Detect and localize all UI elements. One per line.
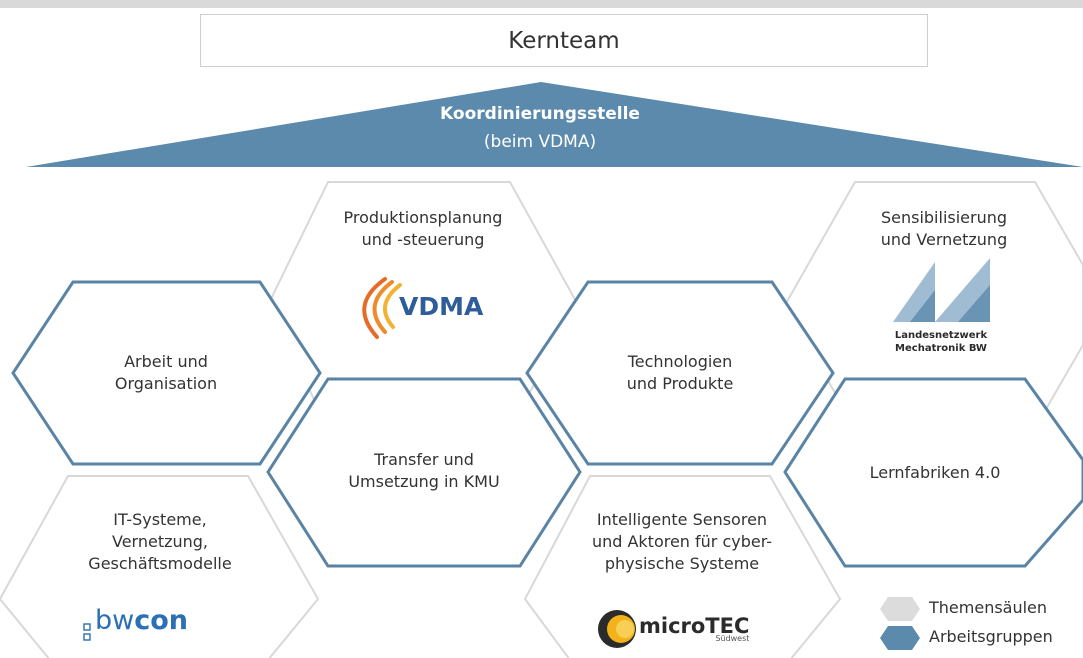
label-technologien-produkte: Technologien und Produkte <box>626 352 734 393</box>
legend-arbeitsgruppen: Arbeitsgruppen <box>929 627 1053 646</box>
roof-subtitle: (beim VDMA) <box>483 132 597 152</box>
legend-blue-swatch <box>880 626 920 650</box>
roof-shape <box>26 82 1083 167</box>
label-arbeit-organisation: Arbeit und Organisation <box>114 352 218 393</box>
landesnetzwerk-logo-graphic <box>893 258 990 322</box>
legend-grey-swatch <box>880 597 920 621</box>
hex-transfer-umsetzung <box>266 377 582 568</box>
hex-lernfabriken <box>783 377 1083 568</box>
label-lernfabriken: Lernfabriken 4.0 <box>869 463 1001 482</box>
hex-arbeit-organisation <box>11 280 322 466</box>
kernteam-box: Kernteam <box>200 14 928 67</box>
label-intelligente-sensoren: Intelligente Sensoren und Aktoren für cy… <box>591 510 773 573</box>
kernteam-label: Kernteam <box>508 27 620 54</box>
vdma-logo: VDMA <box>399 292 484 321</box>
label-sensibilisierung: Sensibilisierung und Vernetzung <box>880 208 1008 249</box>
bwcon-suffix: con <box>134 605 189 636</box>
bwcon-prefix: bw <box>95 605 135 636</box>
legend-themensaeulen: Themensäulen <box>929 598 1048 617</box>
landesnetzwerk-logo: Landesnetzwerk Mechatronik BW <box>878 329 1004 355</box>
microtec-logo: microTEC Südwest <box>639 614 749 643</box>
bwcon-logo-dots <box>83 623 91 641</box>
microtec-name: microTEC <box>639 614 750 638</box>
roof-title: Koordinierungsstelle <box>440 104 640 124</box>
label-transfer-umsetzung: Transfer und Umsetzung in KMU <box>348 450 500 491</box>
microtec-sub: Südwest <box>715 634 750 643</box>
landesnetzwerk-line-2: Mechatronik BW <box>895 343 987 354</box>
label-it-systeme: IT-Systeme, Vernetzung, Geschäftsmodelle <box>88 510 232 573</box>
top-bar <box>0 0 1083 8</box>
hex-it-systeme <box>0 475 320 658</box>
hex-technologien-produkte <box>525 280 835 466</box>
roof-text: Koordinierungsstelle (beim VDMA) <box>330 100 750 156</box>
microtec-logo-emblem <box>598 610 636 648</box>
label-produktionsplanung: Produktionsplanung und -steuerung <box>343 208 503 249</box>
hex-intelligente-sensoren <box>523 475 842 658</box>
bwcon-logo: bwcon <box>95 605 188 636</box>
vdma-logo-arcs <box>362 277 402 339</box>
landesnetzwerk-line-1: Landesnetzwerk <box>894 330 988 341</box>
